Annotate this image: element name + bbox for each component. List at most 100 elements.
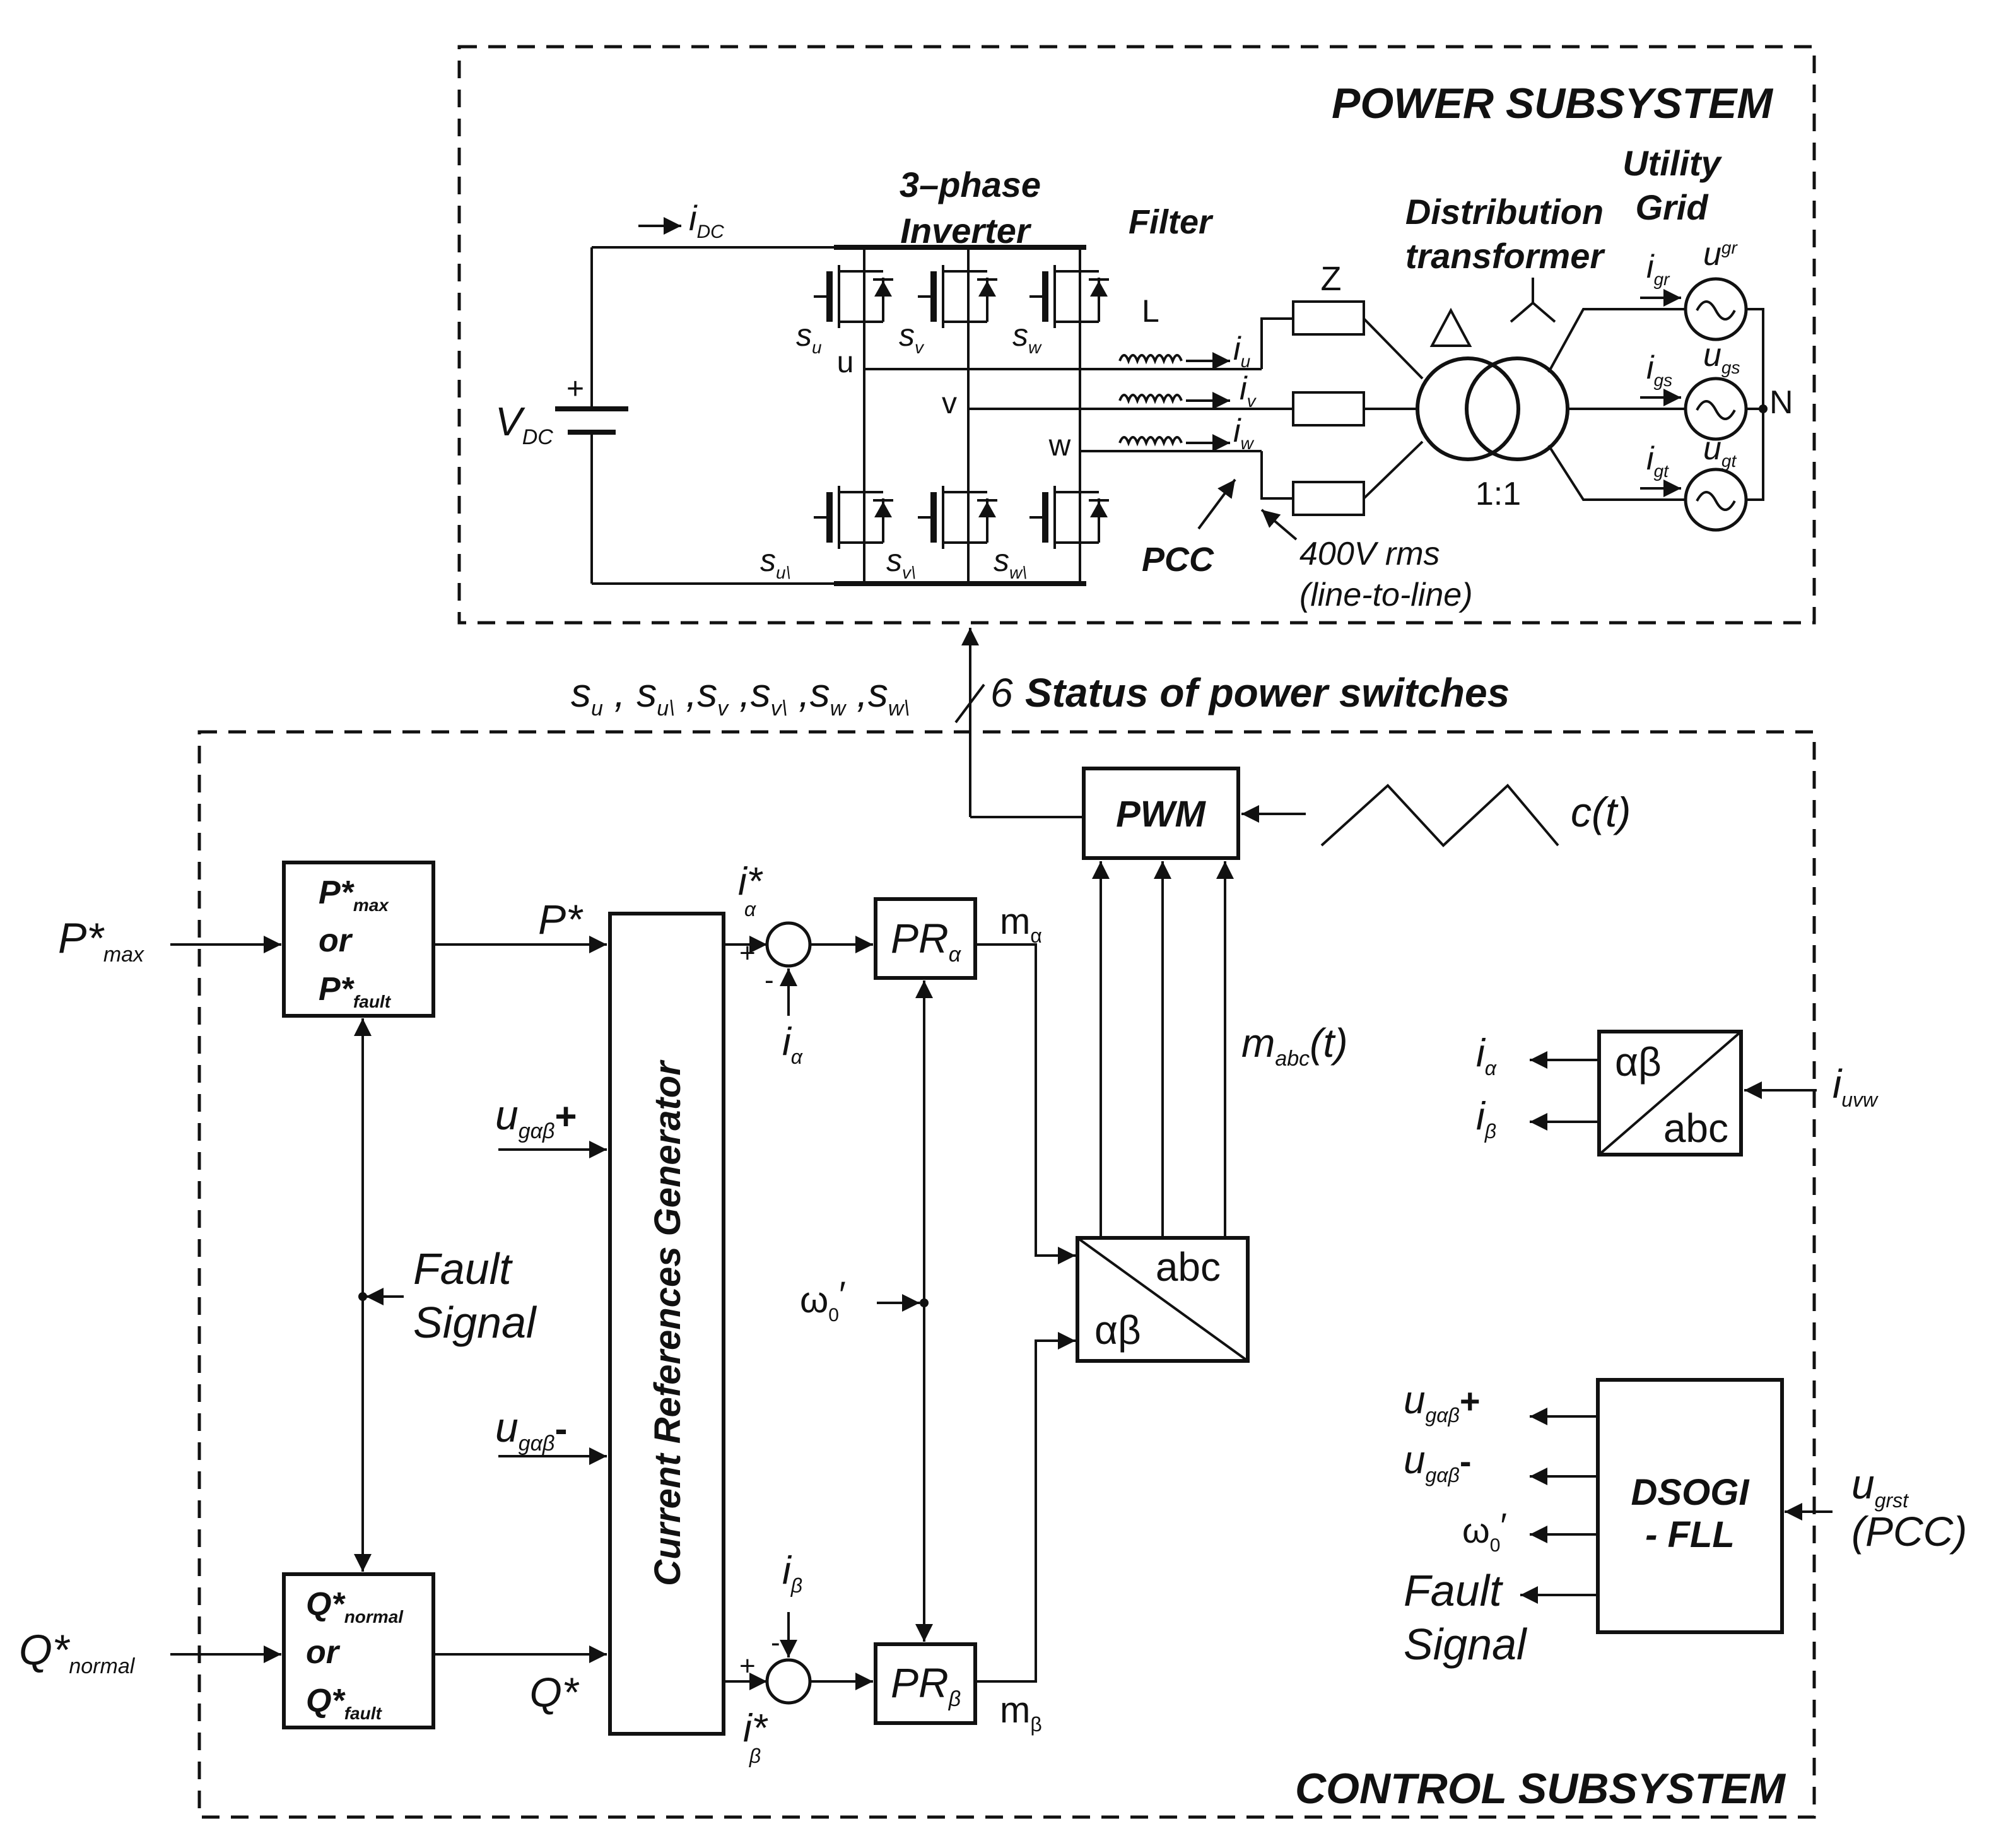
filter-label: Filter xyxy=(1129,203,1214,241)
grid-label-1: Utility xyxy=(1622,143,1722,183)
pr-alpha-label: PRα xyxy=(891,915,962,967)
transformer-primary xyxy=(1416,356,1520,461)
sum-alpha-minus: - xyxy=(765,965,774,996)
grid-voltage-t: ugt xyxy=(1703,430,1737,471)
grid-voltage-r: ugr xyxy=(1703,236,1738,273)
delta-symbol xyxy=(1429,307,1472,347)
current-iu: iu xyxy=(1233,331,1251,371)
inverter-label-1: 3–phase xyxy=(900,165,1041,204)
voltage-note-2: (line-to-line) xyxy=(1299,577,1473,613)
pcc-label: PCC xyxy=(1142,541,1214,579)
power-subsystem-title: POWER SUBSYSTEM xyxy=(1332,79,1773,127)
carrier-wave xyxy=(1320,784,1559,847)
switch-count: 6 xyxy=(990,670,1013,715)
ug-plus-label: ugαβ+ xyxy=(495,1092,577,1143)
mabc-label: mabc(t) xyxy=(1241,1020,1348,1071)
sum-alpha xyxy=(765,921,812,968)
current-iw: iw xyxy=(1233,413,1255,453)
dsogi-label-1: DSOGI xyxy=(1631,1472,1751,1513)
fault-signal-label-2: Signal xyxy=(413,1298,537,1347)
i-alpha-label: iα xyxy=(782,1020,803,1068)
neutral-point xyxy=(1759,404,1768,413)
pr-beta-block xyxy=(874,1642,977,1725)
filter-inductors xyxy=(1118,354,1183,447)
inductor-label: L xyxy=(1142,293,1159,329)
q-selector-block xyxy=(282,1572,435,1729)
grid-source-s xyxy=(1684,377,1748,441)
grid-voltage-s: ugs xyxy=(1703,337,1740,377)
pwm-block xyxy=(1082,767,1240,860)
node-u: u xyxy=(837,346,854,379)
transformer-ratio: 1:1 xyxy=(1475,476,1521,512)
abc-to-ab-top: αβ xyxy=(1615,1039,1662,1085)
i-beta-ref-label: i*β xyxy=(743,1707,768,1767)
impedance-label: Z xyxy=(1321,260,1342,298)
pr-alpha-block xyxy=(874,897,977,980)
grid-current-r: igr xyxy=(1646,249,1670,289)
switch-status-label: Status of power switches xyxy=(1025,670,1510,715)
q-selector-line2: or xyxy=(306,1634,341,1671)
transformer-label-1: Distribution xyxy=(1405,192,1604,232)
carrier-label: c(t) xyxy=(1571,789,1631,835)
grid-current-t: igt xyxy=(1646,440,1669,481)
ab-to-abc-bottom: αβ xyxy=(1094,1307,1141,1353)
switch-bottom-u xyxy=(814,486,893,549)
out-i-alpha: iα xyxy=(1476,1032,1497,1080)
qnormal-input-label: Q*normal xyxy=(19,1626,136,1678)
node-w: w xyxy=(1048,429,1071,462)
control-subsystem-title: CONTROL SUBSYSTEM xyxy=(1295,1765,1786,1813)
grid-source-t xyxy=(1684,468,1748,532)
grid-label-2: Grid xyxy=(1635,187,1709,227)
dsogi-out-ug-plus: ugαβ+ xyxy=(1404,1379,1481,1427)
m-alpha-label: mα xyxy=(1000,901,1042,947)
switch-top-u xyxy=(814,265,893,328)
dsogi-out-ug-minus: ugαβ- xyxy=(1404,1439,1471,1486)
vdc-label: VDC xyxy=(495,399,553,449)
fault-signal-label-1: Fault xyxy=(413,1244,513,1293)
sum-beta xyxy=(765,1658,812,1705)
switch-signals-label: su , su\ ,sv ,sv\ ,sw ,sw\ xyxy=(571,670,910,724)
crg-label: Current References Generator xyxy=(647,1059,688,1586)
switch-bottom-v xyxy=(918,486,997,549)
dsogi-out-omega: ω0′ xyxy=(1462,1505,1507,1556)
q-star-label: Q* xyxy=(529,1669,579,1716)
power-subsystem-frame xyxy=(457,45,1816,625)
sum-beta-minus: - xyxy=(771,1627,780,1658)
dsogi-out-fault-2: Signal xyxy=(1404,1620,1528,1669)
dc-plus: + xyxy=(566,372,584,406)
dsogi-label-2: - FLL xyxy=(1645,1514,1735,1555)
switch-label-top-u: su xyxy=(796,317,822,357)
q-selector-line1: Q*normal xyxy=(306,1586,404,1627)
out-i-beta: iβ xyxy=(1476,1095,1496,1143)
inverter-label-2: Inverter xyxy=(900,211,1032,250)
m-beta-label: mβ xyxy=(1000,1690,1042,1736)
current-references-generator xyxy=(608,912,725,1736)
grid-source-r xyxy=(1684,277,1748,341)
node-v: v xyxy=(942,387,957,420)
ugrst-label: ugrst xyxy=(1851,1461,1909,1512)
current-iv: iv xyxy=(1240,370,1257,411)
dsogi-fll-block xyxy=(1596,1378,1784,1634)
control-subsystem-frame xyxy=(197,730,1816,1819)
switch-top-w xyxy=(1029,265,1109,328)
i-beta-label: iβ xyxy=(782,1549,802,1597)
switch-top-v xyxy=(918,265,997,328)
impedance-s xyxy=(1292,391,1365,427)
voltage-note-1: 400V rms xyxy=(1299,536,1440,572)
ab-to-abc-top: abc xyxy=(1156,1244,1221,1290)
p-selector-line1: P*max xyxy=(319,874,389,915)
wye-symbol xyxy=(1510,278,1556,323)
pmax-input-label: P*max xyxy=(58,914,144,967)
pwm-label: PWM xyxy=(1116,794,1206,835)
p-selector-block xyxy=(282,861,435,1018)
grid-current-s: igs xyxy=(1646,350,1672,390)
neutral-label: N xyxy=(1769,384,1793,421)
transformer-label-2: transformer xyxy=(1405,236,1606,276)
i-alpha-ref-label: i*α xyxy=(738,860,763,921)
ug-minus-label: ugαβ- xyxy=(495,1404,567,1456)
idc-label: iDC xyxy=(689,198,724,242)
pr-beta-label: PRβ xyxy=(891,1659,961,1711)
p-selector-line2: or xyxy=(319,922,353,959)
p-selector-line3: P*fault xyxy=(319,971,392,1011)
